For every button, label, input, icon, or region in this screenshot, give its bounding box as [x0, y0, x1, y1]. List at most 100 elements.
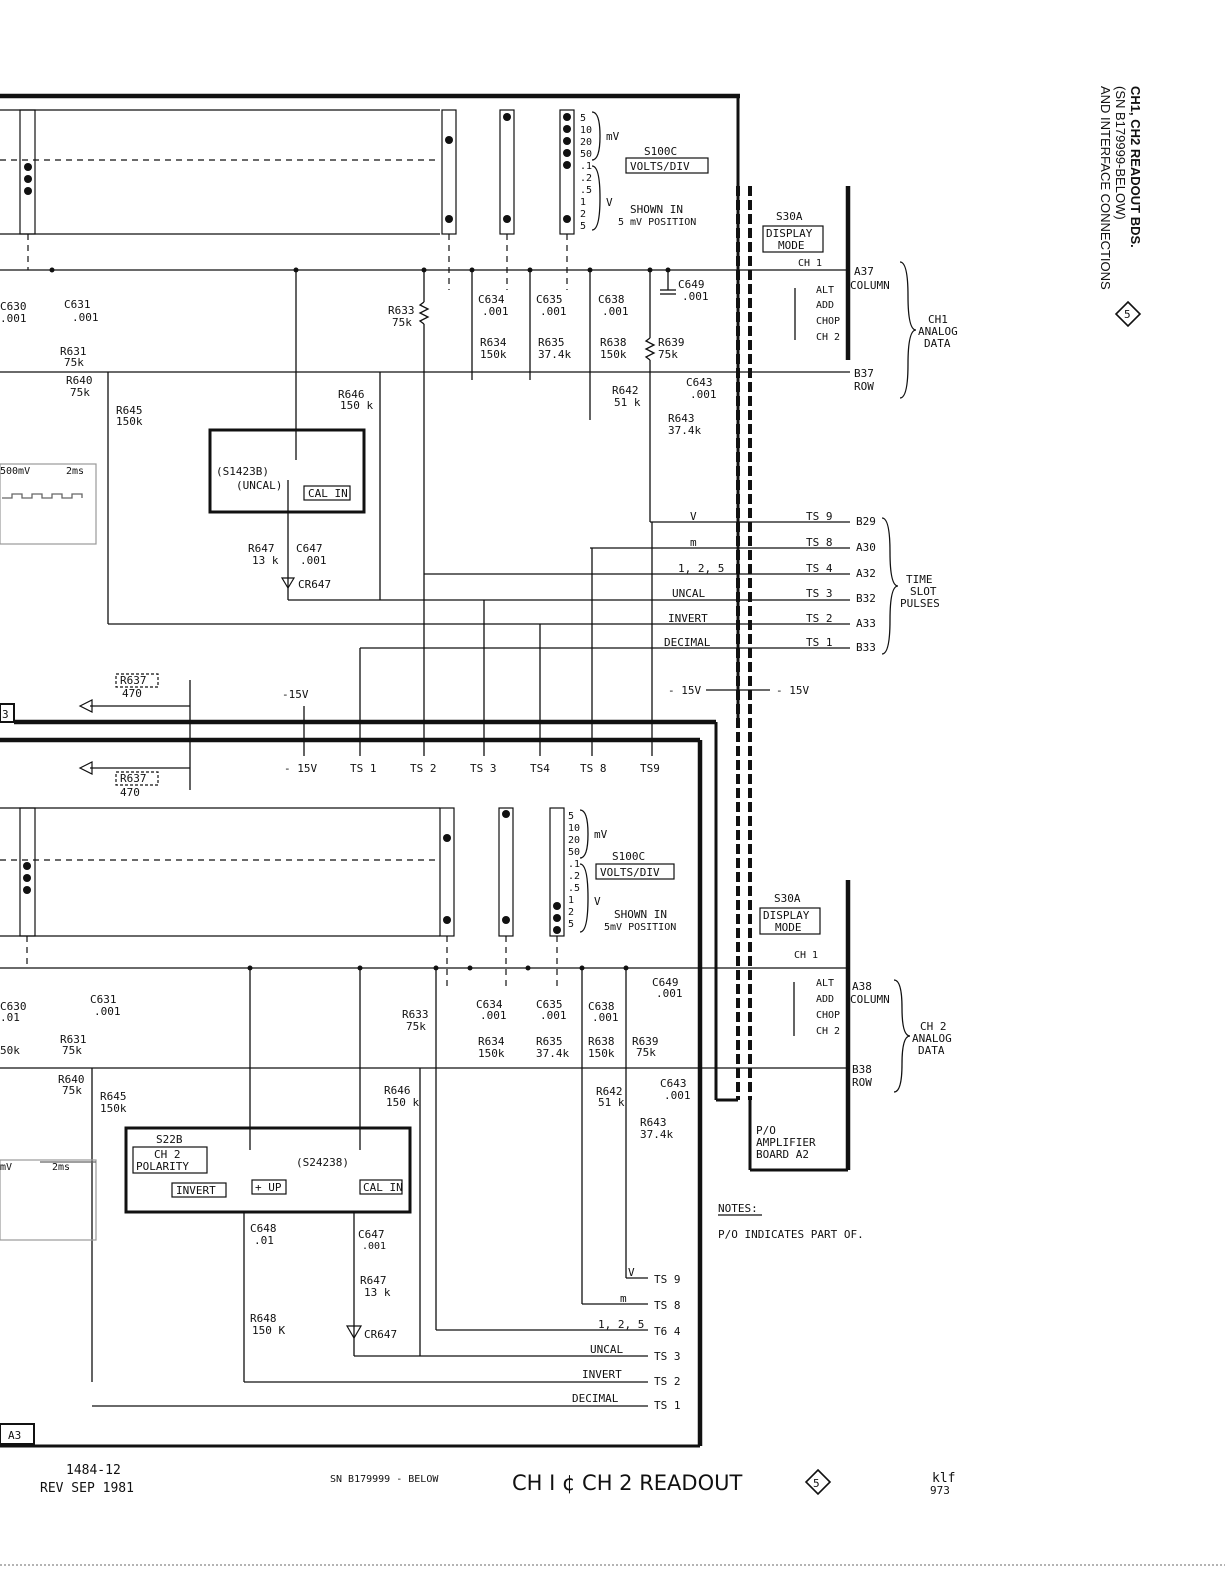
- ts-9: TS 9: [806, 510, 833, 523]
- notes-heading: NOTES:: [718, 1202, 758, 1215]
- neg15-right-a: - 15V: [668, 684, 701, 697]
- ts-pin-a32: A32: [856, 567, 876, 580]
- ch2-pos-p5: .5: [568, 883, 580, 894]
- ch2-c647-value: .001: [362, 1241, 386, 1252]
- r637-top: R637: [120, 674, 147, 687]
- ch2-ts-label-m: m: [620, 1292, 627, 1305]
- ts-3: TS 3: [806, 587, 833, 600]
- ch2-scope-inset: mV 2ms: [0, 1159, 97, 1241]
- code: 973: [930, 1484, 950, 1497]
- ch2-polarity-box: S22B CH 2 POLARITY INVERT + UP (S24238) …: [124, 1126, 412, 1214]
- ch1-pos-p5: .5: [580, 185, 592, 196]
- ch2-board-outline: A3: [0, 1423, 700, 1448]
- ch1-mode-ch1: CH 1: [798, 258, 822, 269]
- ts-pin-b33: B33: [856, 641, 876, 654]
- ch2-switch-wafer: 5 10 20 50 .1 .2 .5 1 2 5 mV V S100C VOL…: [0, 807, 676, 990]
- interface-section: 3 R637 470 R637 470 -15V - 15V - 15V - 1…: [0, 522, 809, 1446]
- ch2-r647-value: 13 k: [364, 1286, 391, 1299]
- notes-item: P/O INDICATES PART OF.: [718, 1228, 864, 1241]
- ch2-r638: R638: [588, 1035, 615, 1048]
- drawing-number: 1484-12: [66, 1463, 121, 1478]
- ch2-pos-20: 20: [568, 835, 580, 846]
- ts-pin-b29: B29: [856, 515, 876, 528]
- ts-label-m: m: [690, 536, 697, 549]
- ch2-r643-value: 37.4k: [640, 1128, 673, 1141]
- ch1-pos-10: 10: [580, 125, 592, 136]
- ch2-c631: C631: [90, 993, 117, 1006]
- ch1-r645: R645: [116, 404, 143, 417]
- ch1-r635: R635: [538, 336, 565, 349]
- ch1-pos-20: 20: [580, 137, 592, 148]
- board-a3-top: 3: [2, 708, 9, 721]
- ch2-c649: C649: [652, 976, 679, 989]
- ch2-c631-value: .001: [94, 1005, 121, 1018]
- ch2-column-pin: A38: [852, 980, 872, 993]
- ch2-c635: C635: [536, 998, 563, 1011]
- ch2-r646: R646: [384, 1084, 411, 1097]
- ch2-mode-add: ADD: [816, 994, 834, 1005]
- ch1-c635: C635: [536, 293, 563, 306]
- ch2-c630: C630: [0, 1000, 27, 1013]
- ch1-actuators: [27, 234, 568, 290]
- ch1-data-2: ANALOG: [918, 325, 958, 338]
- ch2-display-mode: S30A DISPLAY MODE CH 1 ALT ADD CHOP CH 2…: [756, 892, 952, 1161]
- ch1-r633-value: 75k: [392, 316, 412, 329]
- ch2-r633-value: 75k: [406, 1020, 426, 1033]
- ts-label-invert: INVERT: [668, 612, 708, 625]
- ch2-display-switch: S30A: [774, 892, 801, 905]
- ts-label-decimal: DECIMAL: [664, 636, 711, 649]
- ch2-lower-components: C648 .01 R648 150 K C647 .001 R647 13 k …: [243, 1212, 397, 1382]
- neg15-left: -15V: [282, 688, 309, 701]
- ch2-data-2: ANALOG: [912, 1032, 952, 1045]
- ch2-c634: C634: [476, 998, 503, 1011]
- ch1-cr647: CR647: [298, 578, 331, 591]
- ch2-pos-5v: 5: [568, 919, 574, 930]
- ch1-c634-value: .001: [482, 305, 509, 318]
- ch1-r631-value: 75k: [64, 356, 84, 369]
- ch2-polarity-1: CH 2: [154, 1148, 181, 1161]
- time-slot-rows: V m 1, 2, 5 UNCAL INVERT DECIMAL TS 9 TS…: [108, 510, 940, 655]
- ch2-ts9: TS 9: [654, 1273, 681, 1286]
- ch2-r642: R642: [596, 1085, 623, 1098]
- ch2-ts1: TS 1: [654, 1399, 681, 1412]
- ch1-scope-volts: 500mV: [0, 466, 30, 477]
- ch2-r633: R633: [402, 1008, 429, 1021]
- ch1-shown-in-1: SHOWN IN: [630, 203, 683, 216]
- ch1-components: R633 75k C649 .001 C635 .001 C634 .001 C…: [0, 270, 850, 624]
- amp-board-2: AMPLIFIER: [756, 1136, 816, 1149]
- ch2-c643-value: .001: [664, 1089, 691, 1102]
- ch1-switch-label: VOLTS/DIV: [630, 160, 690, 173]
- ch2-mv-label: mV: [594, 828, 608, 841]
- ch1-r639-value: 75k: [658, 348, 678, 361]
- ch1-r640-value: 75k: [70, 386, 90, 399]
- ch2-ts-label-v: V: [628, 1266, 635, 1279]
- ch1-r647-value: 13 k: [252, 554, 279, 567]
- ch2-r640: R640: [58, 1073, 85, 1086]
- ch1-column: COLUMN: [850, 279, 890, 292]
- ts-pin-a30: A30: [856, 541, 876, 554]
- board-rev: 5: [813, 1477, 820, 1490]
- ch1-pos-5v: 5: [580, 221, 586, 232]
- ch1-display-mode-2: MODE: [778, 239, 805, 252]
- ch2-r642-value: 51 k: [598, 1096, 625, 1109]
- ch1-c643: C643: [686, 376, 713, 389]
- ch2-ts-label-decimal: DECIMAL: [572, 1392, 619, 1405]
- ch1-cal-box: (S1423B) (UNCAL) CAL IN R647 13 k C647 .…: [208, 428, 366, 600]
- ch2-ts-label-invert: INVERT: [582, 1368, 622, 1381]
- ch1-r638-value: 150k: [600, 348, 627, 361]
- ch1-shown-in-2: 5 mV POSITION: [618, 217, 696, 228]
- side-rev-diamond: 5: [1114, 300, 1142, 328]
- ch1-c630: C630: [0, 300, 27, 313]
- ch2-c635-value: .001: [540, 1009, 567, 1022]
- ch2-switch-label: VOLTS/DIV: [600, 866, 660, 879]
- initials: klf: [932, 1471, 955, 1486]
- ch2-r639: R639: [632, 1035, 659, 1048]
- ch2-c638: C638: [588, 1000, 615, 1013]
- ch1-mv-label: mV: [606, 130, 620, 143]
- ch2-r639-value: 75k: [636, 1046, 656, 1059]
- serial-range: SN B179999 - BELOW: [330, 1474, 439, 1485]
- ch1-r647: R647: [248, 542, 275, 555]
- ch2-ts4: T6 4: [654, 1325, 681, 1338]
- ch2-display-mode-1: DISPLAY: [763, 909, 810, 922]
- ts-group-2: SLOT: [910, 585, 937, 598]
